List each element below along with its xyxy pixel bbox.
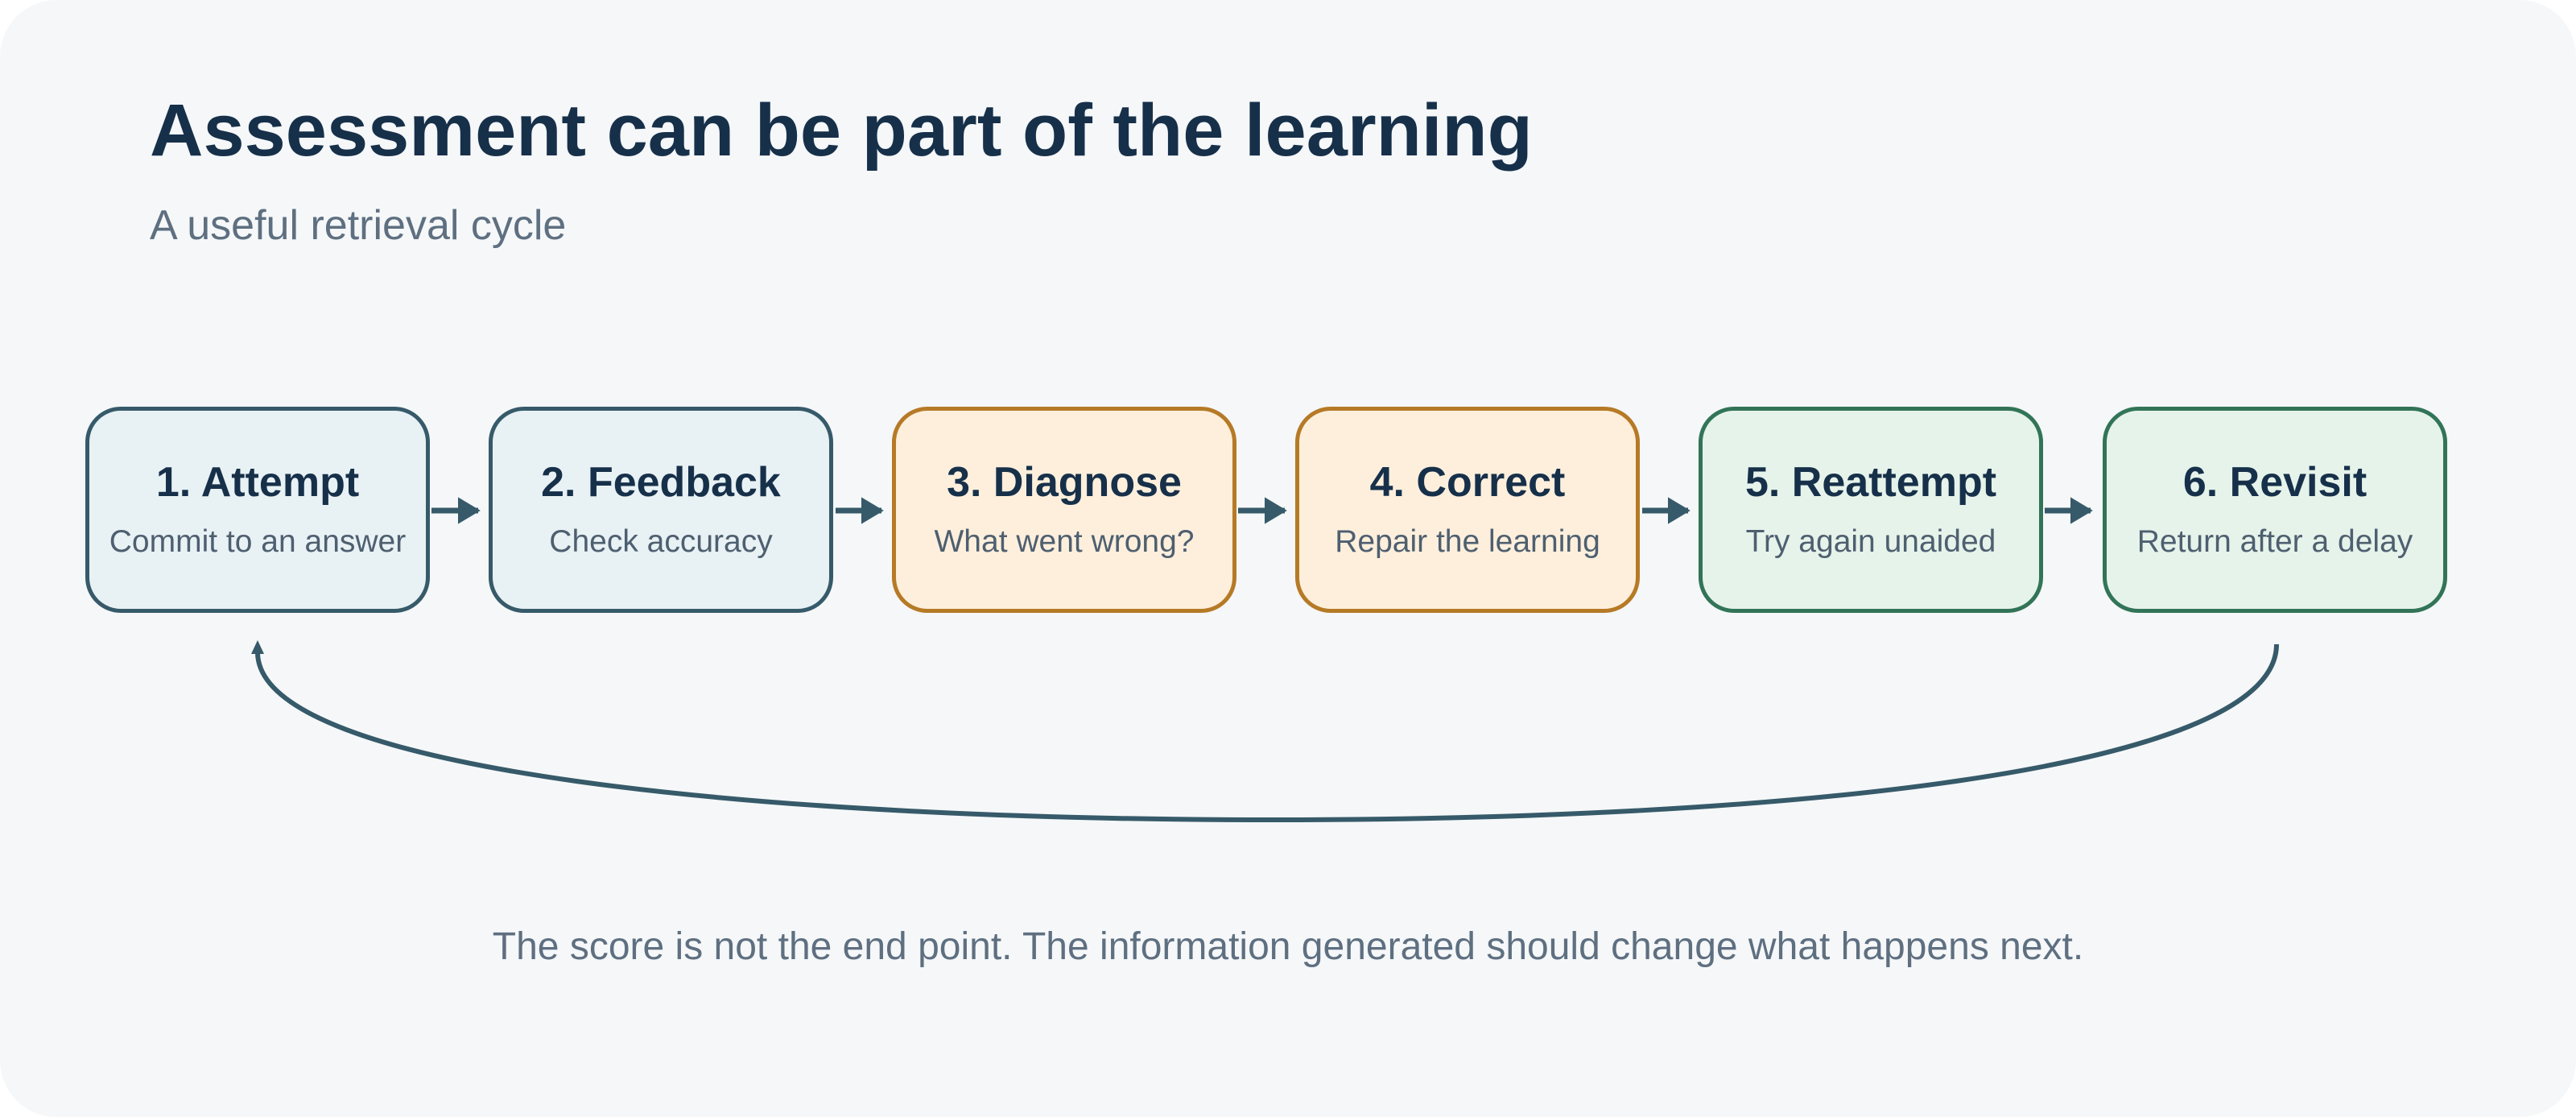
step-attempt: 1. Attempt Commit to an answer [85, 407, 430, 613]
step-description: Try again unaided [1745, 524, 1996, 560]
diagram-title: Assessment can be part of the learning [150, 89, 1533, 172]
step-title: 2. Feedback [541, 458, 781, 506]
diagram-subtitle: A useful retrieval cycle [150, 202, 567, 249]
step-title: 1. Attempt [155, 458, 360, 506]
loop-back-connector [255, 643, 2279, 823]
step-revisit: 6. Revisit Return after a delay [2103, 407, 2447, 613]
step-description: Return after a delay [2136, 524, 2413, 560]
step-title: 3. Diagnose [947, 458, 1182, 506]
footer-note: The score is not the end point. The info… [492, 925, 2084, 968]
step-description: Check accuracy [549, 524, 773, 560]
loop-back-arrowhead [251, 640, 264, 654]
step-title: 5. Reattempt [1744, 458, 1997, 506]
step-title: 6. Revisit [2182, 458, 2368, 506]
step-diagnose: 3. Diagnose What went wrong? [892, 407, 1236, 613]
step-feedback: 2. Feedback Check accuracy [489, 407, 833, 613]
step-correct: 4. Correct Repair the learning [1295, 407, 1640, 613]
step-description: Repair the learning [1335, 524, 1600, 560]
step-reattempt: 5. Reattempt Try again unaided [1699, 407, 2043, 613]
step-title: 4. Correct [1369, 458, 1566, 506]
step-description: Commit to an answer [109, 524, 407, 560]
step-description: What went wrong? [934, 524, 1195, 560]
